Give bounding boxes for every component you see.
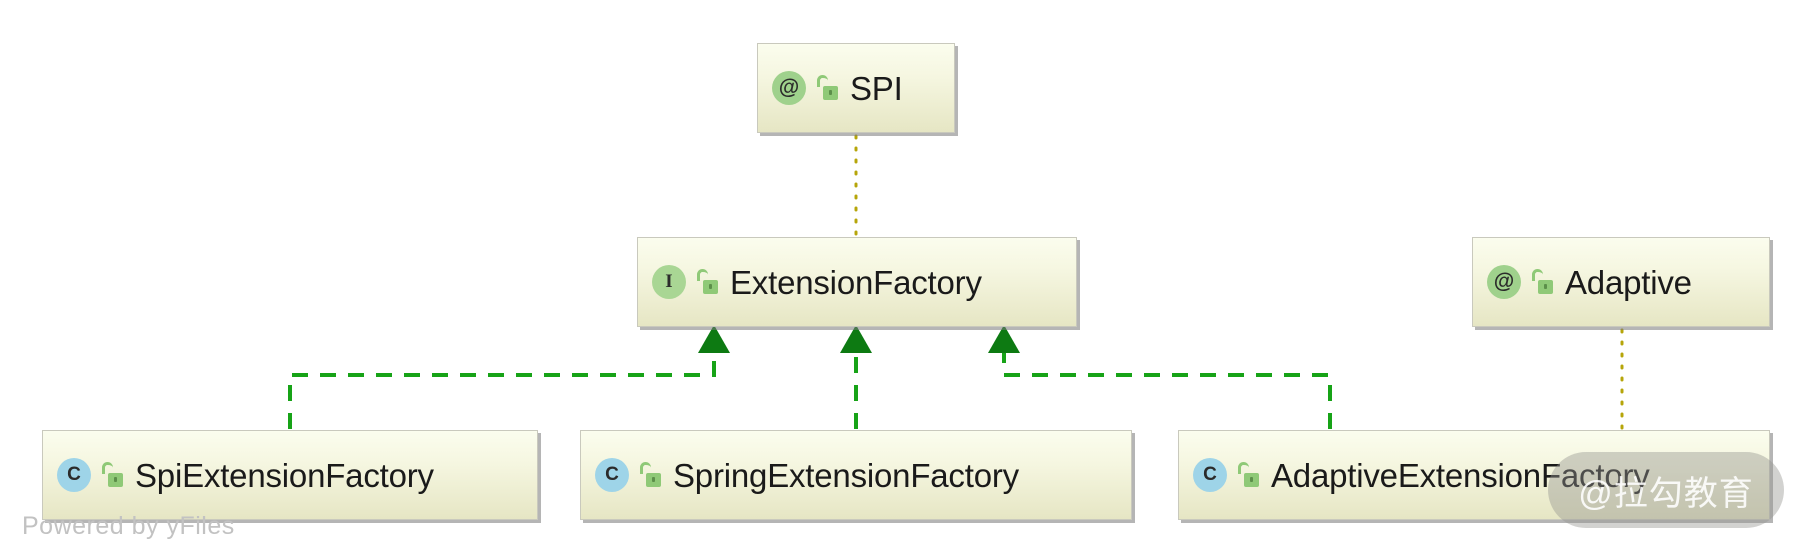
node-label-springextensionfactory: SpringExtensionFactory bbox=[673, 456, 1019, 494]
arrowhead-spiextensionfactory bbox=[698, 325, 730, 353]
node-icons-extensionfactory: I bbox=[652, 265, 730, 299]
edge-spiextensionfactory-realizes bbox=[288, 351, 716, 429]
edge-adaptiveextensionfactory-realizes bbox=[1002, 351, 1332, 429]
node-label-adaptive: Adaptive bbox=[1565, 263, 1692, 301]
interface-badge-icon: I bbox=[652, 265, 686, 299]
unlock-icon bbox=[101, 462, 123, 488]
watermark-badge: @拉勾教育 bbox=[1548, 452, 1784, 528]
node-icons-spiextensionfactory: C bbox=[57, 458, 135, 492]
unlock-icon bbox=[816, 75, 838, 101]
node-label-spiextensionfactory: SpiExtensionFactory bbox=[135, 456, 434, 494]
annotation-badge-icon: @ bbox=[772, 71, 806, 105]
unlock-icon bbox=[639, 462, 661, 488]
node-icons-springextensionfactory: C bbox=[595, 458, 673, 492]
uml-node-spiextensionfactory[interactable]: C SpiExtensionFactory bbox=[42, 430, 538, 520]
uml-node-spi[interactable]: @ SPI bbox=[757, 43, 955, 133]
node-icons-adaptiveextensionfactory: C bbox=[1193, 458, 1271, 492]
class-badge-icon: C bbox=[57, 458, 91, 492]
unlock-icon bbox=[1531, 269, 1553, 295]
node-label-spi: SPI bbox=[850, 69, 903, 107]
annotation-badge-icon: @ bbox=[1487, 265, 1521, 299]
node-label-adaptiveextensionfactory: AdaptiveExtensionFactory bbox=[1271, 456, 1650, 494]
yfiles-credit-text: Powered by yFiles bbox=[22, 512, 235, 540]
class-badge-icon: C bbox=[1193, 458, 1227, 492]
class-badge-icon: C bbox=[595, 458, 629, 492]
arrowhead-adaptiveextensionfactory bbox=[988, 325, 1020, 353]
node-icons-adaptive: @ bbox=[1487, 265, 1565, 299]
node-icons-spi: @ bbox=[772, 71, 850, 105]
unlock-icon bbox=[696, 269, 718, 295]
unlock-icon bbox=[1237, 462, 1259, 488]
uml-node-springextensionfactory[interactable]: C SpringExtensionFactory bbox=[580, 430, 1132, 520]
node-label-extensionfactory: ExtensionFactory bbox=[730, 263, 982, 301]
uml-node-adaptiveextensionfactory[interactable]: C AdaptiveExtensionFactory bbox=[1178, 430, 1770, 520]
arrowhead-springextensionfactory bbox=[840, 325, 872, 353]
uml-node-extensionfactory[interactable]: I ExtensionFactory bbox=[637, 237, 1077, 327]
watermark-text: @拉勾教育 bbox=[1578, 474, 1754, 513]
uml-node-adaptive[interactable]: @ Adaptive bbox=[1472, 237, 1770, 327]
